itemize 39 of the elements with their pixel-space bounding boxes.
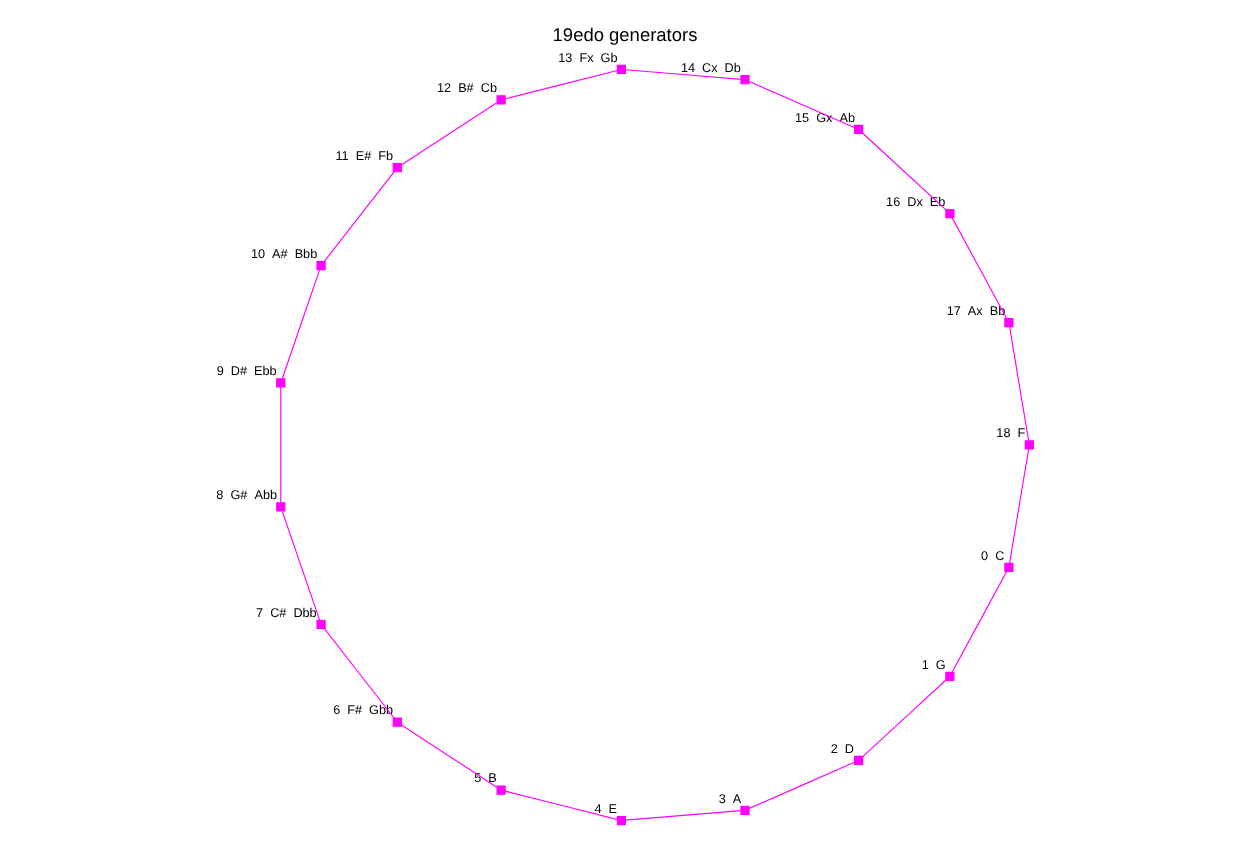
node-box bbox=[852, 755, 863, 766]
node-box bbox=[275, 502, 285, 512]
node-box bbox=[944, 671, 954, 682]
connector bbox=[280, 269, 320, 380]
node-box bbox=[495, 785, 505, 795]
connector bbox=[1008, 326, 1029, 442]
node-box bbox=[315, 261, 325, 271]
connector bbox=[503, 790, 617, 820]
node-box bbox=[1003, 318, 1013, 328]
node-box bbox=[391, 717, 401, 727]
connector bbox=[861, 679, 946, 758]
connector bbox=[623, 69, 741, 80]
node-box bbox=[615, 64, 625, 75]
connector bbox=[950, 217, 1007, 320]
node-box bbox=[739, 75, 749, 85]
connector bbox=[504, 69, 617, 100]
node-box bbox=[315, 619, 325, 629]
diagram-title: 19edo generators bbox=[551, 24, 697, 45]
node-box bbox=[615, 815, 625, 826]
connector bbox=[861, 132, 946, 211]
node-box bbox=[275, 378, 285, 388]
connector bbox=[1008, 448, 1029, 564]
connector bbox=[280, 510, 320, 621]
connector bbox=[279, 386, 281, 504]
connector bbox=[747, 80, 854, 129]
connector bbox=[322, 171, 394, 262]
node-box bbox=[944, 208, 954, 219]
connector bbox=[400, 724, 497, 788]
node-box bbox=[495, 95, 505, 105]
node-box bbox=[852, 124, 863, 135]
node-box bbox=[391, 163, 401, 173]
connector bbox=[624, 810, 741, 821]
node-box bbox=[739, 805, 749, 815]
connector bbox=[747, 761, 854, 809]
connector bbox=[400, 102, 497, 166]
connector bbox=[950, 570, 1007, 673]
connector bbox=[322, 627, 394, 719]
node-box bbox=[1003, 562, 1013, 572]
node-box bbox=[1023, 440, 1033, 450]
